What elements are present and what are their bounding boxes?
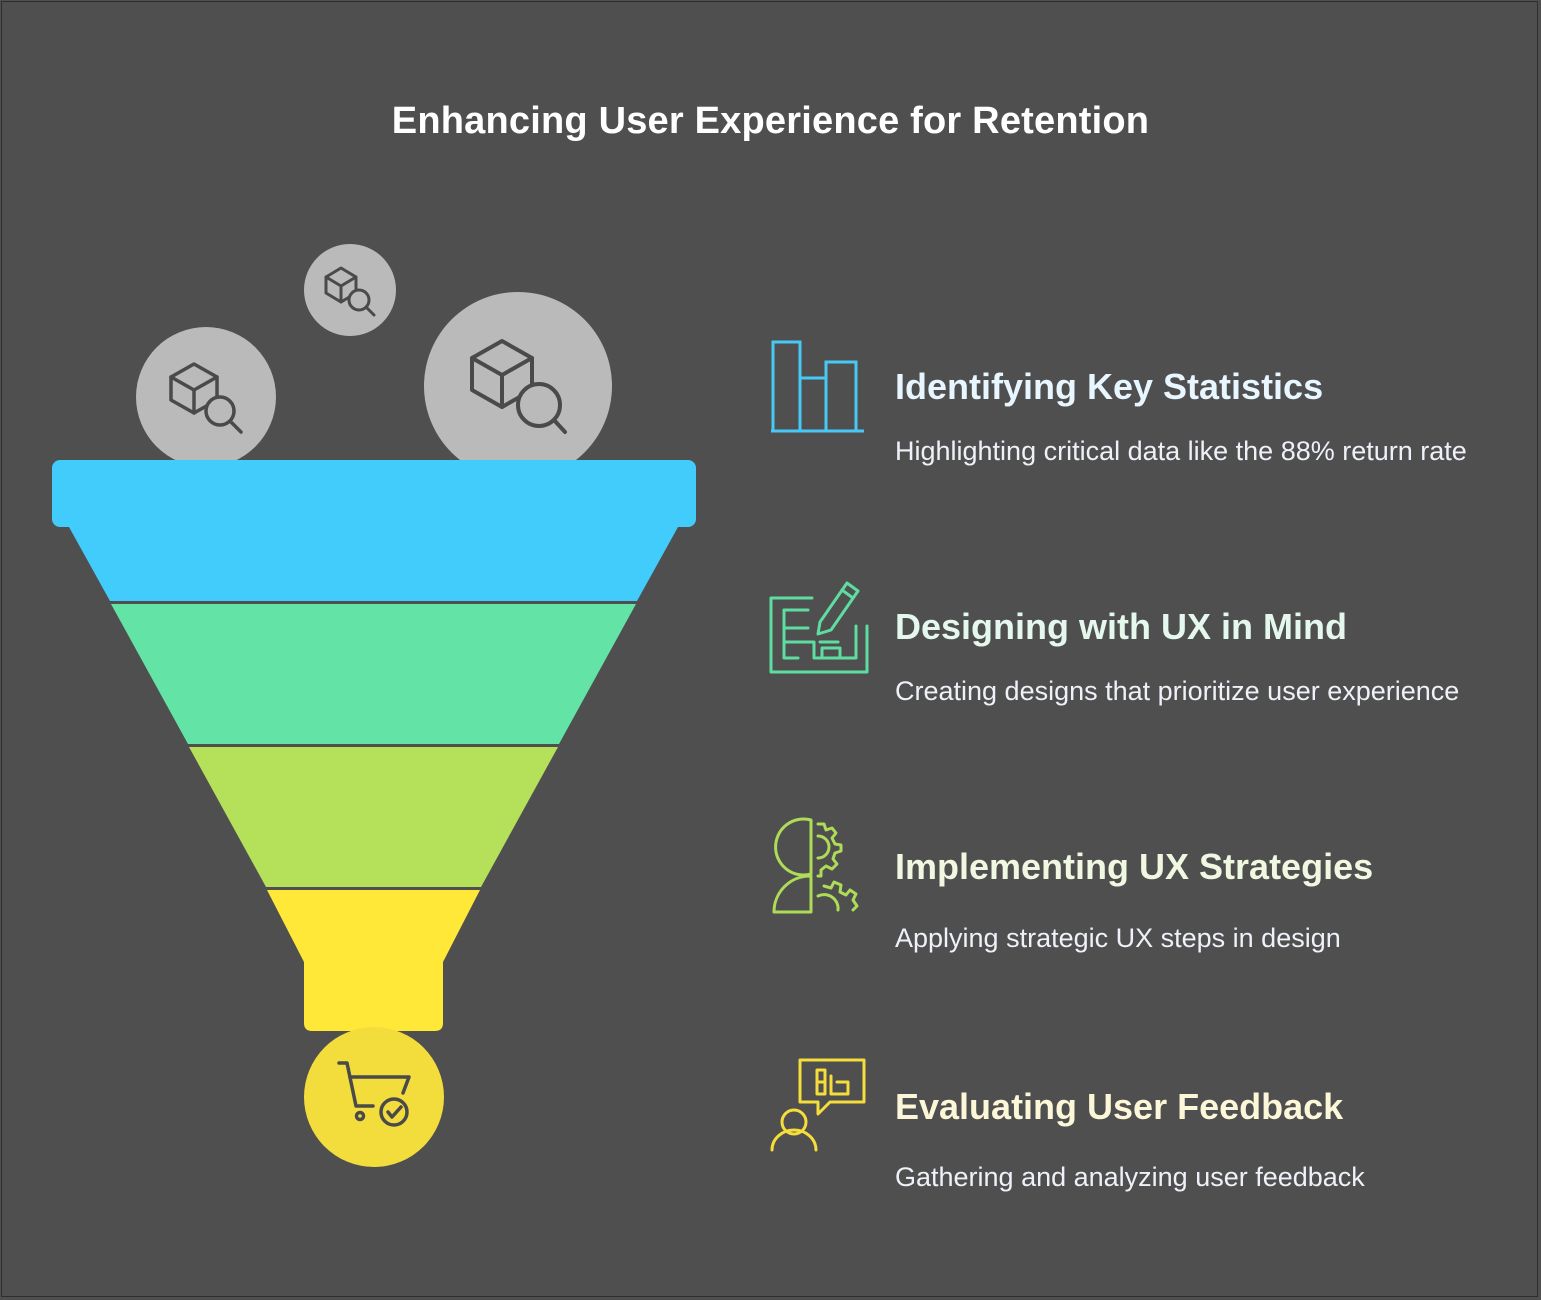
stage-description-4: Gathering and analyzing user feedback bbox=[895, 1162, 1365, 1192]
cart-check-icon bbox=[337, 1061, 411, 1127]
stage-description-2: Creating designs that prioritize user ex… bbox=[895, 676, 1460, 706]
stage-description-1: Highlighting critical data like the 88% … bbox=[895, 436, 1467, 466]
infographic-title: Enhancing User Experience for Retention bbox=[391, 100, 1150, 142]
funnel-rim bbox=[52, 460, 696, 527]
user-feedback-icon bbox=[770, 1058, 866, 1152]
box-search-icon bbox=[324, 266, 376, 317]
stage-description-3: Applying strategic UX steps in design bbox=[895, 923, 1341, 953]
funnel-layer-1 bbox=[69, 527, 678, 601]
funnel-layer-4 bbox=[267, 890, 480, 1031]
funnel-outlet bbox=[304, 1027, 444, 1167]
box-search-icon bbox=[470, 339, 567, 434]
box-search-icon bbox=[169, 362, 243, 434]
funnel-layer-2 bbox=[111, 604, 636, 744]
bubble-right bbox=[424, 292, 612, 480]
head-gears-icon bbox=[772, 817, 859, 914]
stage-title-4: Evaluating User Feedback bbox=[895, 1086, 1344, 1127]
stage-title-1: Identifying Key Statistics bbox=[895, 366, 1324, 407]
funnel-layer-3 bbox=[189, 747, 558, 887]
stage-title-2: Designing with UX in Mind bbox=[895, 606, 1347, 647]
stage-title-3: Implementing UX Strategies bbox=[895, 846, 1374, 887]
bar-chart-icon bbox=[771, 340, 864, 433]
bubble-left bbox=[136, 327, 276, 467]
funnel-body bbox=[52, 460, 696, 1031]
bubble-small bbox=[304, 244, 396, 336]
input-bubbles bbox=[136, 244, 612, 480]
blueprint-pencil-icon bbox=[769, 581, 869, 674]
